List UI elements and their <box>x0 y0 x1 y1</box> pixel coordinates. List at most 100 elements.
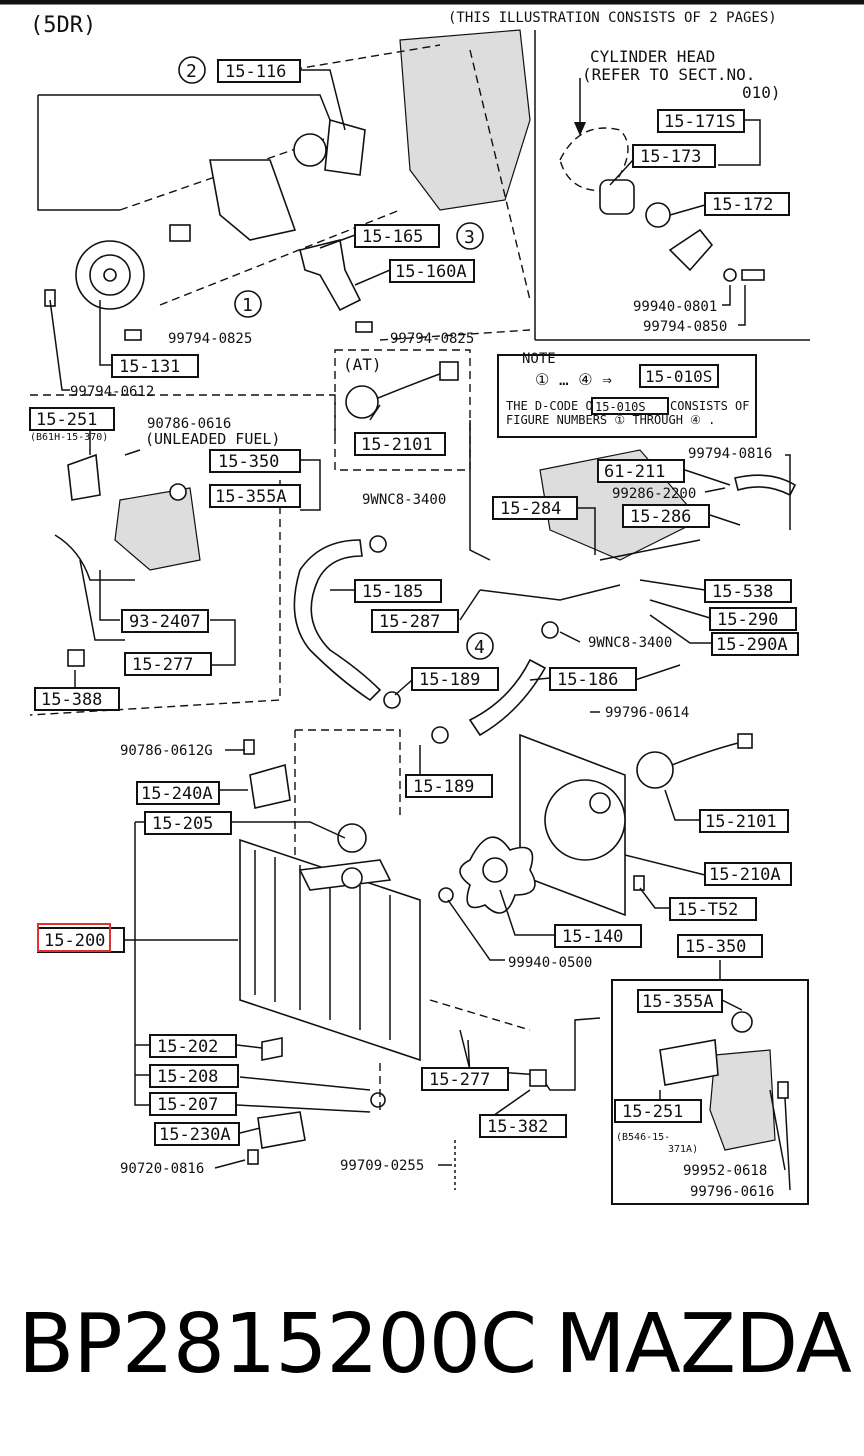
fan-motor-wire <box>671 741 743 766</box>
part-box-15-t52[interactable]: 15-T52 <box>669 897 757 921</box>
part-box-15-173[interactable]: 15-173 <box>632 144 716 168</box>
part-box-15-251-bottom[interactable]: 15-251 <box>614 1099 702 1123</box>
part-box-15-251-top[interactable]: 15-251 <box>29 407 115 431</box>
part-box-15-207[interactable]: 15-207 <box>149 1092 237 1116</box>
reservoir-cap-lower-shape <box>731 1011 753 1033</box>
part-box-15-2101-bottom[interactable]: 15-2101 <box>699 809 789 833</box>
svg-text:2: 2 <box>186 61 197 82</box>
illustration-note: (THIS ILLUSTRATION CONSISTS OF 2 PAGES) <box>448 10 777 26</box>
part-box-93-2407[interactable]: 93-2407 <box>121 609 209 633</box>
part-box-15-010s[interactable]: 15-010S <box>639 364 719 388</box>
part-box-15-202[interactable]: 15-202 <box>149 1034 237 1058</box>
svg-text:15-251: 15-251 <box>36 410 97 430</box>
leader-line <box>785 454 791 530</box>
part-number-99940-0500: 99940-0500 <box>508 955 592 971</box>
part-box-15-189-a[interactable]: 15-189 <box>411 667 499 691</box>
leader-line <box>559 631 581 643</box>
part-number-90786-0616: 90786-0616 <box>147 416 231 432</box>
part-box-15-388[interactable]: 15-388 <box>34 687 120 711</box>
svg-text:15-202: 15-202 <box>157 1037 218 1057</box>
leader-line <box>49 299 70 391</box>
part-box-15-290[interactable]: 15-290 <box>709 607 797 631</box>
gasket-shape <box>599 179 635 215</box>
dashed-guide <box>229 44 441 81</box>
leader-line <box>99 570 120 621</box>
leader-line <box>459 589 481 621</box>
part-box-15-382[interactable]: 15-382 <box>479 1114 567 1138</box>
svg-text:15-208: 15-208 <box>157 1067 218 1087</box>
part-box-15-284[interactable]: 15-284 <box>492 496 578 520</box>
hose-end-shape <box>529 1069 547 1087</box>
leader-line <box>639 887 670 909</box>
part-box-15-189-b[interactable]: 15-189 <box>405 774 493 798</box>
leader-line <box>784 1097 791 1191</box>
part-number-99794-0612: 99794-0612 <box>70 384 154 400</box>
leader-line <box>769 1089 786 1171</box>
svg-text:15-116: 15-116 <box>225 62 286 82</box>
part-box-15-200-highlighted[interactable]: 15-200 <box>37 923 125 953</box>
part-box-15-171s[interactable]: 15-171S <box>657 109 745 133</box>
part-box-15-355a-bottom[interactable]: 15-355A <box>637 989 723 1013</box>
part-box-15-210a[interactable]: 15-210A <box>704 862 792 886</box>
leader-line <box>709 514 741 526</box>
part-number-90786-0612g: 90786-0612G <box>120 743 213 759</box>
part-box-15-277-bottom[interactable]: 15-277 <box>421 1067 509 1091</box>
connector-shape <box>737 733 753 749</box>
part-box-15-165[interactable]: 15-165 <box>354 224 440 248</box>
bypass-hose-shape <box>468 658 547 737</box>
part-box-15-116[interactable]: 15-116 <box>217 59 301 83</box>
svg-text:15-189: 15-189 <box>413 777 474 797</box>
leader-line <box>99 300 112 366</box>
part-number-99952-0618: 99952-0618 <box>683 1163 767 1179</box>
leader-line <box>634 664 681 681</box>
part-box-15-230a[interactable]: 15-230A <box>154 1122 240 1146</box>
leader-line <box>669 204 706 216</box>
connector-shape <box>439 361 459 381</box>
lower-bracket-shape <box>257 1111 306 1149</box>
part-code: BP2815200C <box>18 1297 537 1392</box>
impeller-shape <box>293 133 327 167</box>
drain-plug-shape <box>370 1092 386 1108</box>
leader-line <box>704 487 726 493</box>
svg-text:15-240A: 15-240A <box>141 784 213 804</box>
bolt-shape <box>633 875 645 891</box>
part-box-15-277-top[interactable]: 15-277 <box>124 652 212 676</box>
svg-text:15-230A: 15-230A <box>159 1125 231 1145</box>
inlet-pipe-shape <box>299 239 362 312</box>
part-box-15-131[interactable]: 15-131 <box>111 354 199 378</box>
note-ref-2: 15-010S <box>595 400 646 414</box>
leader-line <box>134 822 150 1106</box>
vent-hose-shape <box>734 474 797 497</box>
leader-line <box>447 899 505 961</box>
part-box-15-287[interactable]: 15-287 <box>371 609 459 633</box>
bolt-shape <box>124 329 142 341</box>
lower-hose-shape <box>293 539 382 702</box>
part-box-15-172[interactable]: 15-172 <box>704 192 790 216</box>
part-box-15-185[interactable]: 15-185 <box>354 579 442 603</box>
part-box-15-286[interactable]: 15-286 <box>622 504 710 528</box>
bolt-shape <box>355 321 373 333</box>
pipe-line <box>479 584 621 601</box>
svg-text:15-173: 15-173 <box>640 147 701 167</box>
leader-line <box>609 159 634 186</box>
part-box-15-240a[interactable]: 15-240A <box>136 781 220 805</box>
svg-text:15-165: 15-165 <box>362 227 423 247</box>
part-box-15-140[interactable]: 15-140 <box>554 924 642 948</box>
part-number-b546-b: 371A) <box>668 1144 698 1155</box>
part-box-15-2101-top[interactable]: 15-2101 <box>354 432 446 456</box>
engine-block-shape <box>399 29 531 211</box>
svg-text:15-355A: 15-355A <box>215 487 287 507</box>
part-box-15-205[interactable]: 15-205 <box>144 811 232 835</box>
part-box-15-350-top[interactable]: 15-350 <box>209 449 301 473</box>
part-box-15-290a[interactable]: 15-290A <box>711 632 799 656</box>
part-box-15-355a-top[interactable]: 15-355A <box>209 484 301 508</box>
part-box-61-211[interactable]: 61-211 <box>597 459 685 483</box>
part-box-15-186[interactable]: 15-186 <box>549 667 637 691</box>
part-box-15-160a[interactable]: 15-160A <box>389 259 475 283</box>
part-box-15-350-bottom[interactable]: 15-350 <box>677 934 763 958</box>
part-box-15-538[interactable]: 15-538 <box>704 579 792 603</box>
leader-line <box>319 234 356 249</box>
note-line-1: ① … ④ ⇒ <box>535 370 612 389</box>
part-box-15-208[interactable]: 15-208 <box>149 1064 239 1088</box>
clip-shape <box>67 649 85 667</box>
